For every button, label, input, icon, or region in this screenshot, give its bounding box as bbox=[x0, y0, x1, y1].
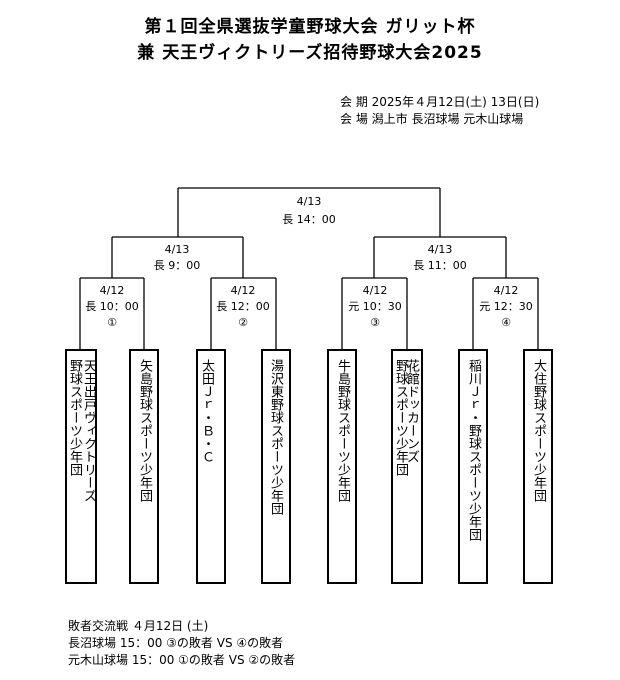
consolation-heading: 敗者交流戦 ４月12日 (土) bbox=[68, 619, 209, 633]
match3-time: 元 10：30 bbox=[348, 300, 402, 313]
match3-date: 4/12 bbox=[362, 284, 388, 297]
team-box-7: 稲川Ｊｒ・野球スポーツ少年団 bbox=[458, 349, 488, 584]
semi-left-time: 長 9：00 bbox=[153, 259, 201, 272]
final-date: 4/13 bbox=[296, 195, 322, 208]
match1-number: ① bbox=[107, 316, 117, 329]
team-6-name: 花館ドッカーンズ bbox=[404, 359, 419, 463]
team-box-5: 牛島野球スポーツ少年団 bbox=[327, 349, 357, 584]
team-box-3: 太田Ｊｒ・Ｂ・Ｃ bbox=[196, 349, 226, 584]
match3-number: ③ bbox=[370, 316, 380, 329]
team-5-name: 牛島野球スポーツ少年団 bbox=[335, 359, 350, 502]
match2-number: ② bbox=[238, 316, 248, 329]
final-time: 長 14：00 bbox=[282, 213, 336, 226]
match2-date: 4/12 bbox=[230, 284, 256, 297]
team-6-name-sub: 野球スポーツ少年団 bbox=[393, 359, 408, 476]
team-4-name: 湯沢東野球スポーツ少年団 bbox=[268, 359, 283, 515]
title-line-1: 第１回全県選抜学童野球大会 ガリット杯 bbox=[144, 17, 476, 37]
team-box-8: 大住野球スポーツ少年団 bbox=[523, 349, 553, 584]
consolation-match-motokiyama: 元木山球場 15：00 ①の敗者 VS ②の敗者 bbox=[68, 653, 296, 667]
semi-left-date: 4/13 bbox=[164, 243, 190, 256]
team-box-1: 天王出戸ヴィクトリーズ 野球スポーツ少年団 bbox=[65, 349, 97, 584]
team-8-name: 大住野球スポーツ少年団 bbox=[531, 359, 546, 502]
match1-time: 長 10：00 bbox=[85, 300, 139, 313]
team-box-4: 湯沢東野球スポーツ少年団 bbox=[261, 349, 291, 584]
semi-right-time: 長 11：00 bbox=[413, 259, 467, 272]
team-box-2: 矢島野球スポーツ少年団 bbox=[129, 349, 159, 584]
match4-time: 元 12：30 bbox=[479, 300, 533, 313]
team-3-name: 太田Ｊｒ・Ｂ・Ｃ bbox=[199, 359, 214, 463]
event-period: 会 期 2025年４月12日(土) 13日(日) bbox=[340, 95, 540, 109]
team-7-name: 稲川Ｊｒ・野球スポーツ少年団 bbox=[466, 359, 481, 541]
team-box-6: 花館ドッカーンズ 野球スポーツ少年団 bbox=[391, 349, 423, 584]
title-line-2: 兼 天王ヴィクトリーズ招待野球大会2025 bbox=[137, 43, 483, 63]
match1-date: 4/12 bbox=[99, 284, 125, 297]
consolation-match-nagasuma: 長沼球場 15：00 ③の敗者 VS ④の敗者 bbox=[68, 636, 284, 650]
semi-right-date: 4/13 bbox=[427, 243, 453, 256]
match2-time: 長 12：00 bbox=[216, 300, 270, 313]
team-2-name: 矢島野球スポーツ少年団 bbox=[137, 359, 152, 502]
event-venue: 会 場 潟上市 長沼球場 元木山球場 bbox=[340, 112, 524, 126]
match4-number: ④ bbox=[501, 316, 511, 329]
match4-date: 4/12 bbox=[493, 284, 519, 297]
team-1-name-sub: 野球スポーツ少年団 bbox=[67, 359, 82, 476]
team-1-name: 天王出戸ヴィクトリーズ bbox=[81, 359, 96, 502]
